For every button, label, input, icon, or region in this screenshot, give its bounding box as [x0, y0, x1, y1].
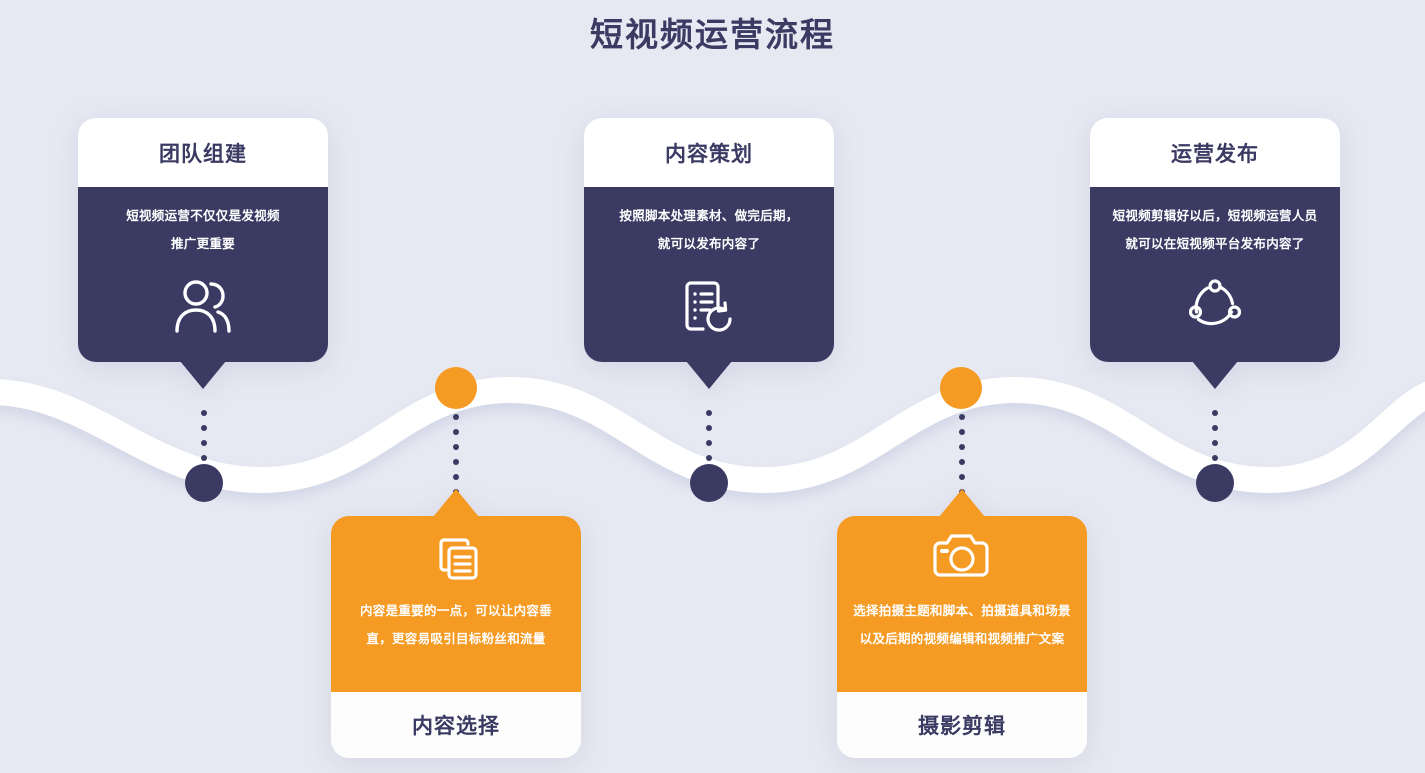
- card-title: 运营发布: [1171, 142, 1259, 166]
- card-title: 内容选择: [412, 715, 500, 738]
- card-description-line-2: 以及后期的视频编辑和视频推广文案: [859, 632, 1065, 647]
- card-description: 按照脚本处理素材、做完后期， 就可以发布内容了: [596, 202, 822, 258]
- card-team-building[interactable]: 团队组建 短视频运营不仅仅是发视频 推广更重要: [78, 118, 328, 389]
- card-description: 短视频运营不仅仅是发视频 推广更重要: [90, 202, 316, 258]
- card-description-line-1: 短视频运营不仅仅是发视频: [126, 209, 280, 223]
- share-network-icon: [1090, 279, 1340, 337]
- card-description-line-1: 按照脚本处理素材、做完后期，: [619, 209, 799, 223]
- card-description-line-1: 内容是重要的一点，可以让内容垂: [359, 604, 552, 618]
- card-header: 运营发布: [1090, 118, 1340, 187]
- card-content-planning[interactable]: 内容策划 按照脚本处理素材、做完后期， 就可以发布内容了: [584, 118, 834, 389]
- card-description-line-2: 就可以发布内容了: [657, 237, 761, 252]
- card-pointer: [433, 489, 479, 517]
- card-body: 短视频剪辑好以后，短视频运营人员 就可以在短视频平台发布内容了: [1090, 187, 1340, 362]
- card-header: 内容策划: [584, 118, 834, 187]
- clipboard-refresh-icon: [584, 279, 834, 337]
- card-shooting-editing[interactable]: 选择拍摄主题和脚本、拍摄道具和场景 以及后期的视频编辑和视频推广文案 摄影剪辑: [837, 489, 1087, 758]
- card-description: 选择拍摄主题和脚本、拍摄道具和场景 以及后期的视频编辑和视频推广文案: [849, 597, 1075, 653]
- card-description-line-1: 选择拍摄主题和脚本、拍摄道具和场景: [853, 604, 1071, 618]
- wave-node-1[interactable]: [185, 464, 223, 502]
- card-description-line-2: 推广更重要: [170, 237, 235, 252]
- card-body: 按照脚本处理素材、做完后期， 就可以发布内容了: [584, 187, 834, 362]
- card-header: 团队组建: [78, 118, 328, 187]
- card-pointer: [1192, 361, 1238, 389]
- card-pointer: [686, 361, 732, 389]
- card-header: 内容选择: [331, 692, 581, 758]
- wave-node-5[interactable]: [1196, 464, 1234, 502]
- wave-node-3[interactable]: [690, 464, 728, 502]
- documents-icon: [331, 530, 581, 586]
- card-pointer: [180, 361, 226, 389]
- page-title: 短视频运营流程: [590, 16, 835, 53]
- card-title: 内容策划: [665, 142, 753, 166]
- card-pointer: [939, 489, 985, 517]
- people-icon: [78, 279, 328, 335]
- card-description: 内容是重要的一点，可以让内容垂 直，更容易吸引目标粉丝和流量: [343, 597, 569, 653]
- card-description: 短视频剪辑好以后，短视频运营人员 就可以在短视频平台发布内容了: [1102, 202, 1328, 258]
- wave-node-2[interactable]: [435, 367, 477, 409]
- card-operation-publish[interactable]: 运营发布 短视频剪辑好以后，短视频运营人员 就可以在短视频平台发布内容了: [1090, 118, 1340, 389]
- card-title: 摄影剪辑: [918, 715, 1006, 738]
- card-header: 摄影剪辑: [837, 692, 1087, 758]
- card-body: 短视频运营不仅仅是发视频 推广更重要: [78, 187, 328, 362]
- card-title: 团队组建: [159, 142, 247, 166]
- card-body: 选择拍摄主题和脚本、拍摄道具和场景 以及后期的视频编辑和视频推广文案: [837, 516, 1087, 692]
- card-body: 内容是重要的一点，可以让内容垂 直，更容易吸引目标粉丝和流量: [331, 516, 581, 692]
- card-description-line-1: 短视频剪辑好以后，短视频运营人员: [1112, 209, 1318, 223]
- card-description-line-2: 直，更容易吸引目标粉丝和流量: [366, 632, 546, 647]
- card-description-line-2: 就可以在短视频平台发布内容了: [1125, 237, 1305, 252]
- camera-icon: [837, 530, 1087, 582]
- wave-node-4[interactable]: [940, 367, 982, 409]
- card-content-selection[interactable]: 内容是重要的一点，可以让内容垂 直，更容易吸引目标粉丝和流量 内容选择: [331, 489, 581, 758]
